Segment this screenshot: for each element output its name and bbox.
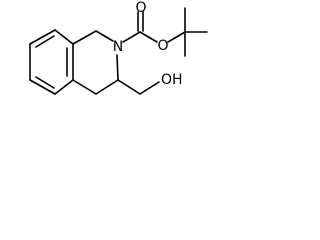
ester-oxygen-label: O (157, 38, 168, 54)
bond-ch2-oh (139, 81, 160, 95)
chemical-structure: N O O OH (29, 0, 208, 95)
boc-group (122, 7, 208, 57)
bond-ring-lower-right (54, 79, 74, 95)
piperidine-ring (72, 30, 119, 95)
hydroxyl-label: OH (161, 72, 183, 88)
bond-ester-o-tbutyl (167, 31, 186, 43)
aromatic-inner-bond-top (35, 35, 55, 48)
bond-ring-top (29, 29, 56, 45)
hydroxymethyl-group (117, 79, 160, 95)
nitrogen-label: N (113, 39, 123, 55)
bond-ring-bottom (29, 79, 56, 95)
bond-n-carbonyl (122, 31, 141, 43)
bond-ring-upper-right (54, 29, 74, 45)
bond-n-c3 (116, 54, 119, 81)
bond-carbonyl-ester-o (139, 31, 158, 43)
bond-c8a-c1 (72, 30, 97, 45)
carbonyl-oxygen-label: O (135, 0, 146, 16)
aromatic-inner-bond-bottom (35, 76, 55, 89)
bond-c4-c4a (72, 79, 97, 95)
bond-c3-ch2 (117, 79, 141, 95)
benzene-ring (29, 29, 74, 95)
bond-c1-n (95, 30, 114, 42)
bond-c3-c4 (95, 79, 119, 95)
